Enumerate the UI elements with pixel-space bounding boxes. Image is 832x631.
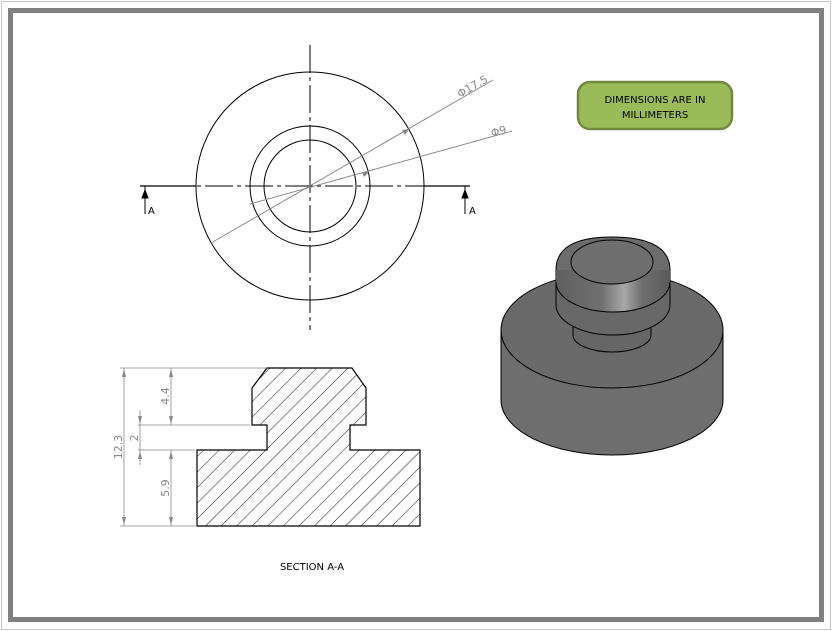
top-view	[140, 45, 513, 330]
dim-neck-height: 2	[128, 435, 141, 442]
section-view	[120, 367, 421, 527]
sheet-frame	[8, 8, 824, 622]
note-line-1: DIMENSIONS ARE IN	[605, 95, 706, 106]
isometric-view	[500, 236, 724, 456]
dim-inner-diameter: Φ9	[489, 123, 508, 140]
dim-leader-outer	[210, 79, 494, 244]
dim-total-height: 12.3	[112, 435, 125, 460]
section-profile	[196, 367, 421, 527]
dim-head-height: 4.4	[159, 387, 172, 405]
dim-leader-inner	[249, 130, 513, 205]
section-title: SECTION A-A	[280, 562, 344, 573]
units-note: DIMENSIONS ARE IN MILLIMETERS	[576, 80, 734, 131]
section-label-left: A	[148, 206, 155, 217]
dimension-arrows	[122, 369, 173, 525]
dim-outer-diameter: Φ17.5	[455, 73, 490, 101]
note-line-2: MILLIMETERS	[622, 110, 688, 121]
section-label-right: A	[469, 206, 476, 217]
dim-base-height: 5.9	[159, 479, 172, 497]
